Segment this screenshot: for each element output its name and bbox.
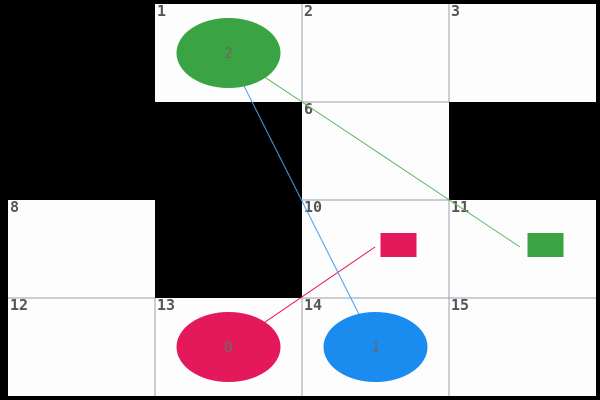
cell-number: 10 bbox=[304, 198, 323, 216]
piece-2-token[interactable] bbox=[176, 18, 281, 88]
cell-number: 15 bbox=[451, 296, 470, 314]
piece-0-token[interactable] bbox=[176, 312, 281, 382]
piece-1-path-line bbox=[239, 77, 376, 348]
piece-2-path-line bbox=[228, 52, 521, 248]
board-cell-3[interactable]: 3 bbox=[449, 2, 596, 102]
cell-number: 12 bbox=[10, 296, 29, 314]
cell-number: 6 bbox=[304, 100, 314, 118]
cell-number: 13 bbox=[157, 296, 176, 314]
cell-number: 8 bbox=[10, 198, 20, 216]
board-cell-8[interactable]: 8 bbox=[8, 198, 155, 298]
cell-number: 14 bbox=[304, 296, 323, 314]
piece-0-label: 0 bbox=[224, 338, 233, 356]
target-0-marker bbox=[380, 233, 417, 257]
piece-2-label: 2 bbox=[224, 44, 233, 62]
piece-1-label: 1 bbox=[371, 338, 380, 356]
board-cell-15[interactable]: 15 bbox=[449, 296, 596, 396]
piece-1-token[interactable] bbox=[323, 312, 428, 382]
board-cell-12[interactable]: 12 bbox=[8, 296, 155, 396]
cell-number: 2 bbox=[304, 2, 314, 20]
piece-0[interactable]: 0 bbox=[176, 312, 281, 382]
target-2-marker bbox=[527, 233, 564, 257]
board-cell-2[interactable]: 2 bbox=[302, 2, 449, 102]
piece-2[interactable]: 2 bbox=[176, 18, 281, 88]
cell-number: 3 bbox=[451, 2, 461, 20]
cell-number: 1 bbox=[157, 2, 167, 20]
piece-1[interactable]: 1 bbox=[323, 312, 428, 382]
